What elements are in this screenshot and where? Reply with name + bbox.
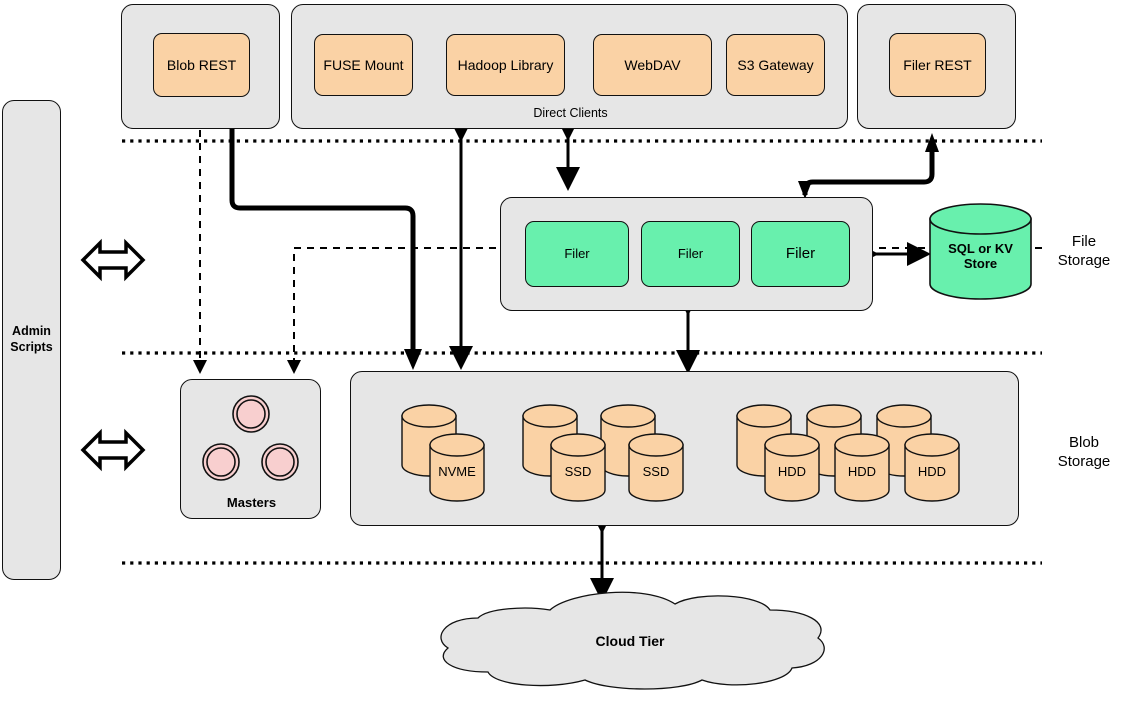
link-filerrest-filers (805, 150, 932, 195)
client-hadoop-library[interactable]: Hadoop Library (446, 34, 565, 96)
filer-node-2[interactable]: Filer (641, 221, 740, 287)
filer-rest-group: Filer REST (857, 4, 1016, 129)
volume-group-ssd: SSD SSD (522, 404, 684, 502)
filer-node-1[interactable]: Filer (525, 221, 629, 287)
admin-arrow-file (83, 243, 143, 277)
disk-label-hdd-1: HDD (778, 464, 806, 479)
masters-label: Masters (226, 495, 277, 510)
volume-group-hdd: HDD HDD HDD (736, 404, 960, 502)
disk-label-ssd-2: SSD (643, 464, 670, 479)
blob-rest-group: Blob REST (121, 4, 280, 129)
master-node-3-inner (265, 447, 295, 477)
disk-label-hdd-3: HDD (918, 464, 946, 479)
cloud-tier-label: Cloud Tier (595, 633, 665, 649)
arrowhead-down-volumes (404, 349, 422, 370)
volume-group-nvme: NVME (401, 404, 485, 502)
client-fuse-mount[interactable]: FUSE Mount (314, 34, 413, 96)
cloud-tier: Cloud Tier (430, 588, 830, 693)
client-blob-rest[interactable]: Blob REST (153, 33, 250, 97)
masters-group: Masters (180, 379, 321, 519)
client-s3-gateway[interactable]: S3 Gateway (726, 34, 825, 96)
filer-group: Filer Filer Filer (500, 197, 873, 311)
master-node-2-inner (206, 447, 236, 477)
filer-node-3[interactable]: Filer (751, 221, 850, 287)
volume-servers-group: NVME SSD SSD HDD HDD (350, 371, 1019, 526)
disk-label-hdd-2: HDD (848, 464, 876, 479)
arrowhead-up-filerrest (925, 133, 939, 152)
client-webdav[interactable]: WebDAV (593, 34, 712, 96)
metastore-shape (929, 203, 1032, 300)
link-blobrest-volumes (232, 128, 413, 362)
master-node-1-inner (236, 399, 266, 429)
masters-nodes (202, 395, 299, 481)
client-filer-rest[interactable]: Filer REST (889, 33, 986, 97)
disk-label-ssd-1: SSD (565, 464, 592, 479)
disk-front-1 (429, 444, 485, 502)
admin-arrow-blob (83, 433, 143, 467)
cloud-shape (440, 591, 825, 690)
direct-clients-caption: Direct Clients (533, 106, 608, 120)
direct-clients-group: FUSE Mount Hadoop Library WebDAV S3 Gate… (291, 4, 848, 129)
disk-label-nvme: NVME (438, 464, 476, 479)
